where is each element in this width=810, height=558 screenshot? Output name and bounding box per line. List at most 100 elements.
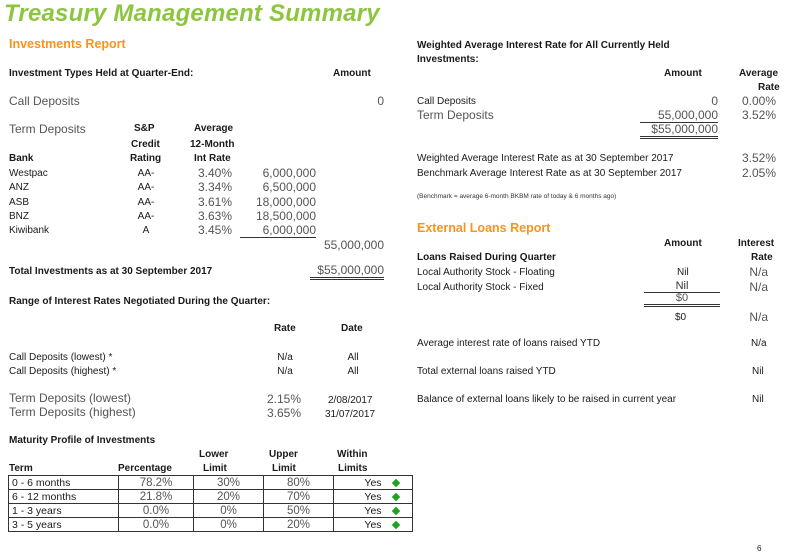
total-investments-label: Total Investments as at 30 September 201… (9, 266, 213, 277)
bank-rating: AA- (137, 197, 155, 208)
bank-name: Kiwibank (9, 225, 50, 236)
loans-interest-header: Interest (738, 238, 775, 249)
rate-row-date: 2/08/2017 (328, 395, 373, 406)
balance-value: Nil (752, 394, 764, 405)
bank-amount: 18,500,000 (255, 209, 316, 223)
weighted-heading-2: Investments: (417, 54, 479, 65)
lower-limit-header: Limit (203, 463, 227, 474)
table-row: 0 - 6 months 78.2% 30% 80% Yes (8, 475, 413, 490)
credit-header: Credit (131, 139, 160, 150)
upper-cell: 50% (263, 503, 334, 518)
bank-rating: AA- (137, 168, 155, 179)
term-cell: 1 - 3 years (8, 503, 119, 518)
page-number: 6 (757, 544, 762, 553)
loan-row-amount: Nil (644, 280, 720, 293)
bank-name: ANZ (9, 182, 29, 193)
percentage-cell: 0.0% (118, 503, 194, 518)
term-cell: 3 - 5 years (8, 517, 119, 532)
loans-subtotal: $0 (644, 292, 720, 307)
percentage-cell: 78.2% (118, 475, 194, 490)
upper-cell: 80% (263, 475, 334, 490)
weighted-term-label: Term Deposits (417, 108, 494, 122)
avg-rate-ytd-label: Average interest rate of loans raised YT… (417, 338, 601, 349)
weighted-term-rate: 3.52% (741, 108, 776, 122)
rate-row-label: Term Deposits (lowest) (9, 391, 132, 405)
rate-row-label: Term Deposits (highest) (9, 405, 136, 419)
bank-rating: AA- (137, 211, 155, 222)
total-external-value: Nil (752, 366, 764, 377)
wavg-label: Weighted Average Interest Rate as at 30 … (417, 153, 674, 164)
bank-amount: 6,000,000 (262, 166, 316, 180)
rate-row-rate: 2.15% (267, 392, 302, 406)
within-limits-header: Limits (338, 463, 368, 474)
balance-label: Balance of external loans likely to be r… (417, 394, 677, 405)
average-header: Average (194, 123, 234, 134)
lower-cell: 30% (193, 475, 264, 490)
intrate-header: Int Rate (194, 153, 231, 164)
rate-row-rate: N/a (277, 352, 293, 363)
term-header: Term (9, 463, 33, 474)
table-row: 6 - 12 months 21.8% 20% 70% Yes (8, 489, 413, 504)
call-deposits-label: Call Deposits (9, 94, 80, 108)
investments-heading: Investments Report (9, 37, 126, 51)
percentage-cell: 21.8% (118, 489, 194, 504)
total-external-label: Total external loans raised YTD (417, 366, 556, 377)
bank-header: Bank (9, 153, 34, 164)
benchmark-value: 2.05% (741, 166, 776, 180)
within-cell: Yes (333, 489, 413, 504)
term-cell: 0 - 6 months (8, 475, 119, 490)
weighted-term-amount: 55,000,000 (640, 108, 718, 123)
rate-row-date: 31/07/2017 (325, 409, 376, 420)
benchmark-label: Benchmark Average Interest Rate as at 30… (417, 168, 682, 179)
bank-rate: 3.61% (198, 195, 233, 209)
rate-row-rate: 3.65% (267, 406, 302, 420)
lower-cell: 0% (193, 517, 264, 532)
percentage-cell: 0.0% (118, 517, 194, 532)
weighted-heading: Weighted Average Interest Rate for All C… (417, 40, 670, 51)
loan-row-label: Local Authority Stock - Floating (417, 267, 555, 278)
term-deposits-label: Term Deposits (9, 122, 86, 136)
loan-row-amount: Nil (677, 267, 689, 278)
rate-row-date: All (347, 352, 359, 363)
rating-header: Rating (130, 153, 162, 164)
loans-total-rate: N/a (749, 310, 768, 324)
loans-rate-header: Rate (751, 252, 773, 263)
loan-row-rate: N/a (749, 280, 768, 294)
lower-cell: 20% (193, 489, 264, 504)
weighted-call-rate: 0.00% (741, 94, 776, 108)
bank-amount: 6,500,000 (262, 180, 316, 194)
table-row: 1 - 3 years 0.0% 0% 50% Yes (8, 503, 413, 518)
date-col-header: Date (341, 323, 363, 334)
table-row: 3 - 5 years 0.0% 0% 20% Yes (8, 517, 413, 532)
call-deposits-amount: 0 (377, 94, 384, 108)
maturity-table: 0 - 6 months 78.2% 30% 80% Yes 6 - 12 mo… (8, 475, 413, 532)
lower-cell: 0% (193, 503, 264, 518)
upper-header: Upper (269, 449, 298, 460)
rate-row-rate: N/a (277, 366, 293, 377)
term-cell: 6 - 12 months (8, 489, 119, 504)
bank-amount: 6,000,000 (240, 223, 316, 238)
amount-column-header: Amount (333, 68, 371, 79)
external-loans-heading: External Loans Report (417, 221, 551, 235)
loans-amount-header: Amount (664, 238, 702, 249)
loans-total: $0 (675, 312, 687, 323)
bank-rating: A (142, 225, 150, 236)
weighted-total-amount: $55,000,000 (640, 122, 718, 139)
within-cell: Yes (333, 517, 413, 532)
rate-col-header: Rate (274, 323, 296, 334)
avg-rate-ytd-value: N/a (751, 338, 767, 349)
weighted-amount-header: Amount (664, 68, 702, 79)
investment-types-label: Investment Types Held at Quarter-End: (9, 68, 194, 79)
bank-rating: AA- (137, 182, 155, 193)
percentage-header: Percentage (118, 463, 172, 474)
bank-amount: 18,000,000 (255, 195, 316, 209)
term-subtotal: 55,000,000 (323, 238, 384, 252)
sp-header: S&P (134, 123, 155, 134)
upper-cell: 20% (263, 517, 334, 532)
bank-name: ASB (9, 197, 30, 208)
loan-row-label: Local Authority Stock - Fixed (417, 282, 544, 293)
maturity-heading: Maturity Profile of Investments (9, 435, 156, 446)
bank-rate: 3.34% (198, 180, 233, 194)
bank-name: BNZ (9, 211, 29, 222)
weighted-call-label: Call Deposits (417, 96, 476, 107)
